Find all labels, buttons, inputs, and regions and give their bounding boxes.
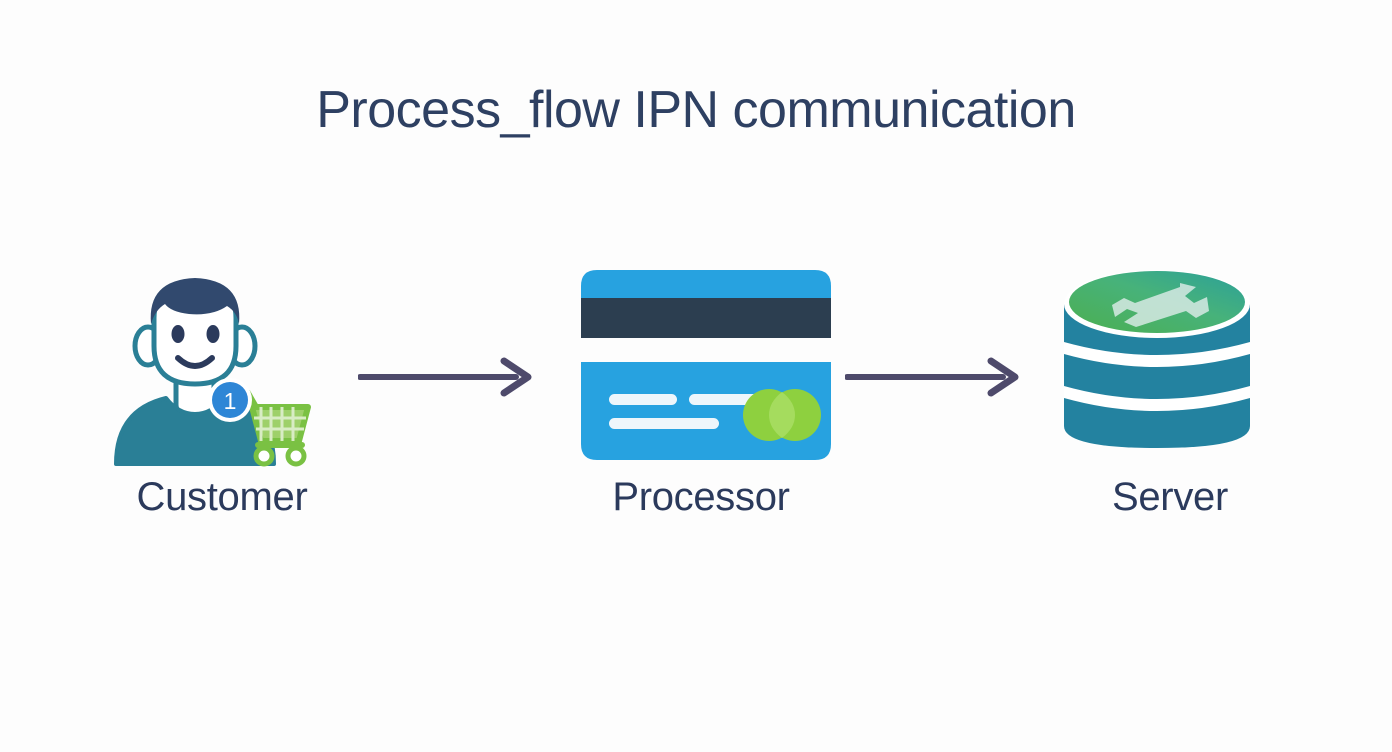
credit-card-icon: [581, 270, 831, 460]
flow-node-processor[interactable]: Processor: [571, 250, 831, 590]
flow-node-label-server: Server: [1111, 475, 1228, 519]
shopping-cart-icon: [233, 390, 311, 467]
flow-node-label-processor: Processor: [612, 475, 790, 519]
database-server-icon: [1064, 270, 1250, 448]
customer-avatar-with-cart-icon: 1: [114, 278, 311, 467]
flow-node-customer[interactable]: 1 Customer: [92, 250, 352, 590]
arrow-customer-to-processor: [358, 355, 538, 399]
cart-count-badge-value: 1: [224, 388, 237, 414]
arrow-right-icon: [845, 357, 1019, 397]
customer-art-container: 1: [92, 250, 352, 467]
arrow-right-icon: [358, 357, 532, 397]
cart-count-badge: 1: [208, 378, 252, 422]
wrench-icon: [1112, 283, 1209, 327]
arrow-processor-to-server: [845, 355, 1025, 399]
flow-row: 1 Customer: [0, 250, 1392, 590]
flow-node-label-customer: Customer: [136, 475, 308, 519]
flow-node-server[interactable]: Server: [1040, 250, 1300, 590]
processor-art-container: [571, 250, 831, 465]
server-art-container: [1040, 250, 1300, 465]
page-title: Process_flow IPN communication: [316, 81, 1076, 139]
card-logo-icon: [743, 389, 821, 441]
